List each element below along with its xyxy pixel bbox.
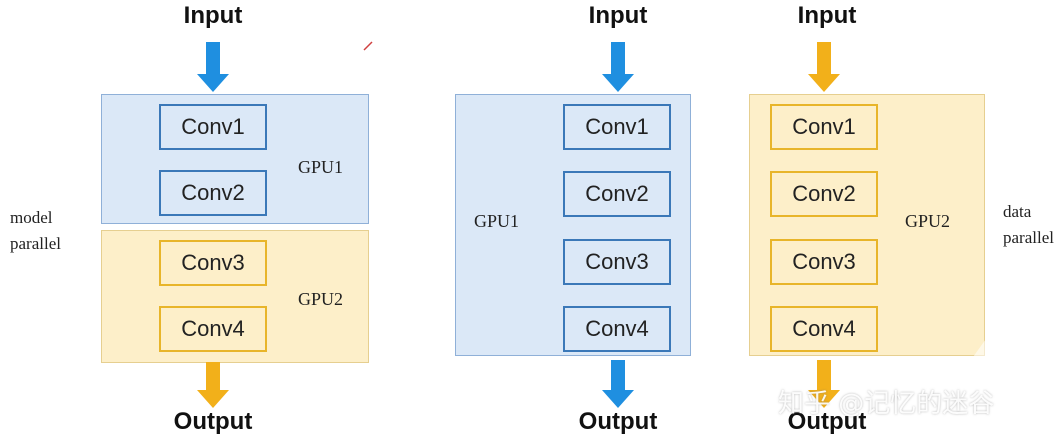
- conv1-block: Conv1: [563, 104, 671, 150]
- model-parallel-label-line2: parallel: [10, 234, 61, 253]
- watermark-text: 知乎 @记忆的迷谷: [778, 389, 995, 419]
- output-label: Output: [787, 408, 867, 435]
- conv4-block: Conv4: [159, 306, 267, 352]
- conv1-block: Conv1: [159, 104, 267, 150]
- output-label: Output: [173, 408, 253, 435]
- output-arrow-icon: [197, 362, 229, 408]
- conv3-block: Conv3: [563, 239, 671, 285]
- output-arrow-icon: [808, 360, 840, 408]
- gpu1-label: GPU1: [474, 211, 520, 231]
- gpu2-label: GPU2: [905, 211, 951, 231]
- conv2-block: Conv2: [770, 171, 878, 217]
- input-arrow-icon: [808, 42, 840, 92]
- conv4-block: Conv4: [770, 306, 878, 352]
- input-arrow-icon: [197, 42, 229, 92]
- input-label: Input: [588, 2, 648, 29]
- conv3-block: Conv3: [770, 239, 878, 285]
- input-label: Input: [183, 2, 243, 29]
- conv3-block: Conv3: [159, 240, 267, 286]
- conv2-block: Conv2: [563, 171, 671, 217]
- conv1-block: Conv1: [770, 104, 878, 150]
- data-parallel-label-line1: data: [1003, 202, 1032, 221]
- gpu1-label: GPU1: [298, 157, 344, 177]
- conv2-block: Conv2: [159, 170, 267, 216]
- output-label: Output: [578, 408, 658, 435]
- data-parallel-label-line2: parallel: [1003, 228, 1054, 247]
- input-label: Input: [797, 2, 857, 29]
- conv4-block: Conv4: [563, 306, 671, 352]
- pen-cursor-icon: [363, 41, 373, 51]
- watermark-shape: [915, 230, 1064, 438]
- input-arrow-icon: [602, 42, 634, 92]
- model-parallel-label-line1: model: [10, 208, 53, 227]
- output-arrow-icon: [602, 360, 634, 408]
- gpu2-label: GPU2: [298, 289, 344, 309]
